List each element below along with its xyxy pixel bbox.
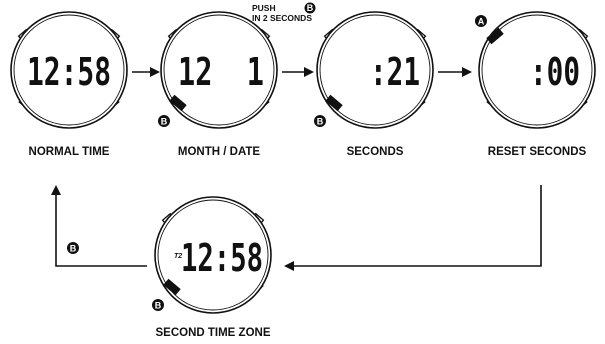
watch-month-date: 12 1 B (158, 11, 278, 129)
label-second-time-zone: SECOND TIME ZONE (155, 327, 271, 339)
button-b-letter: B (70, 244, 77, 254)
button-b-icon (152, 299, 164, 311)
watch-case (316, 11, 434, 129)
button-b-icon (67, 242, 79, 254)
arrow-second-zone-to-normal (51, 185, 147, 267)
label-month-date: MONTH / DATE (177, 146, 261, 158)
button-b-letter: B (161, 117, 168, 127)
button-a-pressed (486, 27, 504, 45)
button-b-letter: B (307, 3, 314, 13)
watch-bezel (481, 14, 593, 126)
watch-bezel (163, 14, 275, 126)
watch-seconds: :21 B (314, 11, 434, 129)
button-b-pressed (169, 94, 187, 112)
arrow-reset-to-second-zone (284, 185, 542, 271)
watch-bezel (157, 199, 269, 311)
label-reset-seconds: RESET SECONDS (487, 146, 587, 158)
watch-second-time-zone: T2 12:58 B (152, 196, 272, 314)
watch-case (478, 11, 596, 129)
watch-normal-time: 12:58 (10, 11, 128, 129)
label-normal-time: NORMAL TIME (28, 146, 110, 158)
lcd-display: 12:58 (181, 236, 263, 280)
push-instruction-line1: PUSH (252, 3, 276, 13)
watch-case (154, 196, 272, 314)
watch-bezel (13, 14, 125, 126)
lcd-display: :00 (530, 50, 580, 94)
button-b-pressed (325, 94, 343, 112)
button-b-letter: B (155, 301, 162, 311)
label-seconds: SECONDS (346, 146, 404, 158)
t2-indicator: T2 (174, 253, 182, 260)
lcd-display: :21 (370, 50, 420, 94)
lcd-display: 12 1 (178, 50, 264, 94)
button-b-icon (314, 115, 326, 127)
button-a-icon (475, 15, 487, 27)
watch-bezel (319, 14, 431, 126)
button-b-icon (304, 2, 316, 14)
button-b-pressed (163, 278, 181, 296)
push-instruction-line2: IN 2 SECONDS (252, 13, 312, 23)
lcd-display: 12:58 (27, 50, 111, 94)
watch-case (160, 11, 278, 129)
watch-reset-seconds: :00 A (475, 11, 596, 129)
button-b-letter: B (317, 117, 324, 127)
watch-case (10, 11, 128, 129)
button-a-letter: A (478, 17, 485, 27)
button-b-icon (158, 115, 170, 127)
